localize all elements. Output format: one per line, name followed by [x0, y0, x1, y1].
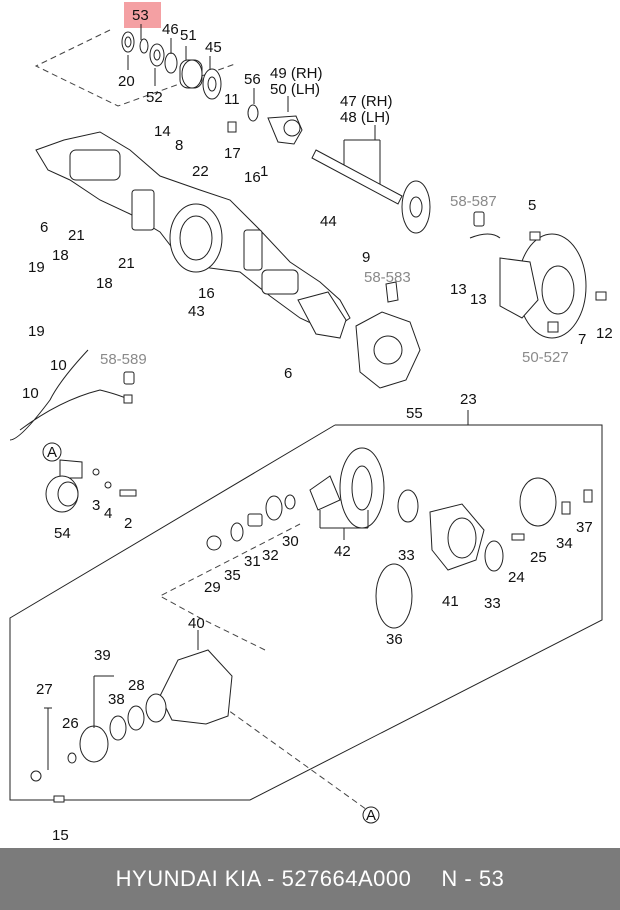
label-1: 1 [260, 163, 268, 180]
label-55: 55 [406, 405, 423, 422]
brake-assembly [469, 211, 607, 339]
label-10-upper: 10 [50, 357, 67, 374]
label-13-left: 13 [450, 281, 467, 298]
label-10-lower: 10 [22, 385, 39, 402]
label-22: 22 [192, 163, 209, 180]
leader-lines-top [127, 24, 381, 190]
backing-plate [355, 281, 421, 389]
footer-part-number: HYUNDAI KIA - 527664A000 [115, 866, 412, 891]
label-33-upper: 33 [398, 547, 415, 564]
mount-parts [42, 442, 137, 513]
label-56: 56 [244, 71, 261, 88]
carrier-housing [30, 630, 380, 824]
label-58-583: 58-583 [364, 269, 411, 286]
label-33-lower: 33 [484, 595, 501, 612]
label-15: 15 [52, 827, 69, 844]
label-28: 28 [128, 677, 145, 694]
label-43: 43 [188, 303, 205, 320]
label-51: 51 [180, 27, 197, 44]
label-40: 40 [188, 615, 205, 632]
label-A-upper: A [47, 444, 57, 461]
axle-shaft [311, 149, 431, 234]
bearing-group-outline [34, 29, 236, 107]
footer-reference: N - 53 [441, 866, 505, 891]
label-16-lower: 16 [198, 285, 215, 302]
label-20: 20 [118, 73, 135, 90]
label-58-587: 58-587 [450, 193, 497, 210]
label-4: 4 [104, 505, 112, 522]
footer-bar: HYUNDAI KIA - 527664A000 N - 53 [0, 848, 620, 910]
label-49-rh: 49 (RH) [270, 65, 323, 82]
label-21-upper: 21 [68, 227, 85, 244]
label-18-upper: 18 [52, 247, 69, 264]
label-50-lh: 50 (LH) [270, 81, 320, 98]
label-58-589: 58-589 [100, 351, 147, 368]
label-34: 34 [556, 535, 573, 552]
label-44: 44 [320, 213, 337, 230]
label-14: 14 [154, 123, 171, 140]
label-48-lh: 48 (LH) [340, 109, 390, 126]
label-13-right: 13 [470, 291, 487, 308]
label-11: 11 [224, 91, 240, 108]
label-3: 3 [92, 497, 100, 514]
label-2: 2 [124, 515, 132, 532]
label-A-lower: A [366, 807, 376, 824]
differential-boundary [9, 410, 603, 813]
label-32: 32 [262, 547, 279, 564]
label-39: 39 [94, 647, 111, 664]
label-47-rh: 47 (RH) [340, 93, 393, 110]
pinion-bearings [206, 494, 296, 551]
label-30: 30 [282, 533, 299, 550]
label-7: 7 [578, 331, 586, 348]
label-36: 36 [386, 631, 403, 648]
label-21-lower: 21 [118, 255, 135, 272]
label-38: 38 [108, 691, 125, 708]
label-5: 5 [528, 197, 536, 214]
label-6-lower: 6 [284, 365, 292, 382]
ring-gear [309, 447, 385, 540]
label-27: 27 [36, 681, 53, 698]
label-19-lower: 19 [28, 323, 45, 340]
label-19-upper: 19 [28, 259, 45, 276]
label-46: 46 [162, 21, 179, 38]
label-42: 42 [334, 543, 351, 560]
label-37: 37 [576, 519, 593, 536]
label-35: 35 [224, 567, 241, 584]
label-41: 41 [442, 593, 459, 610]
label-9: 9 [362, 249, 370, 266]
label-26: 26 [62, 715, 79, 732]
label-54: 54 [54, 525, 71, 542]
label-23: 23 [460, 391, 477, 408]
label-53: 53 [132, 7, 149, 24]
part-labels: 53 46 51 45 20 52 56 49 (RH) 50 (LH) 11 … [22, 7, 613, 844]
differential-case [375, 477, 593, 629]
label-12: 12 [596, 325, 613, 342]
label-18-lower: 18 [96, 275, 113, 292]
yoke-part [227, 96, 303, 145]
label-6-top: 6 [40, 219, 48, 236]
label-52: 52 [146, 89, 163, 106]
label-25: 25 [530, 549, 547, 566]
axle-housing [35, 131, 351, 339]
label-24: 24 [508, 569, 525, 586]
top-bearing-parts [121, 31, 259, 122]
label-29: 29 [204, 579, 221, 596]
label-16-top: 16 [244, 169, 261, 186]
parts-diagram: 53 46 51 45 20 52 56 49 (RH) 50 (LH) 11 … [9, 2, 613, 844]
label-31: 31 [244, 553, 261, 570]
label-50-527: 50-527 [522, 349, 569, 366]
sensor-wire [9, 349, 135, 441]
part-53-highlight [124, 2, 161, 28]
label-17: 17 [224, 145, 241, 162]
label-8: 8 [175, 137, 183, 154]
label-45: 45 [205, 39, 222, 56]
